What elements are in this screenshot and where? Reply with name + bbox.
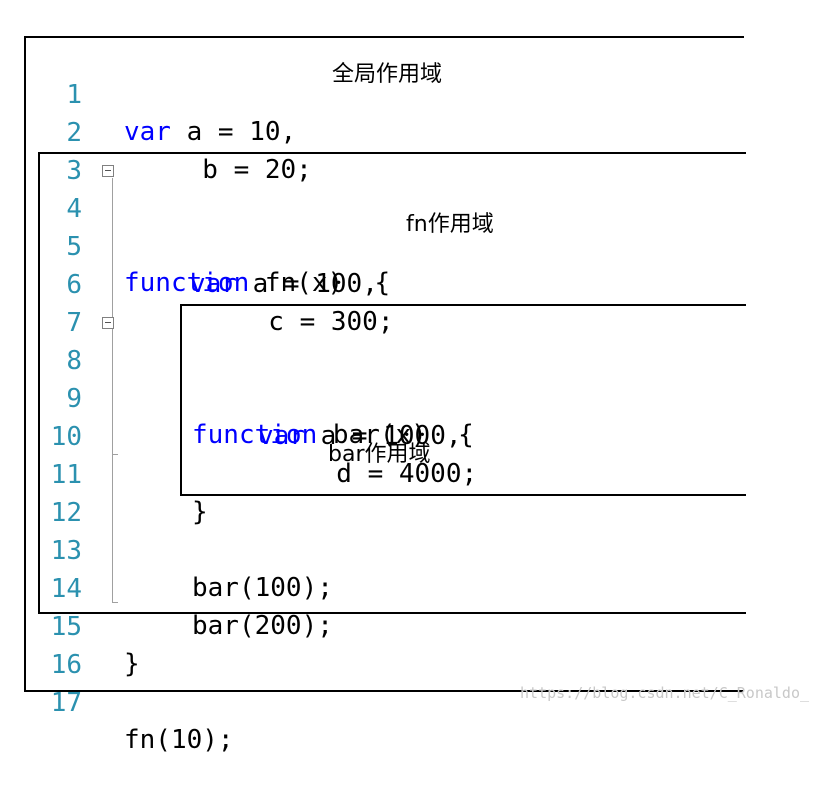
keyword: var xyxy=(124,117,171,147)
code-line[interactable]: 3 xyxy=(26,116,726,186)
code-line[interactable]: 9 var a = 1000, xyxy=(26,344,726,451)
code-line[interactable]: 5 var a = 100, xyxy=(26,192,726,299)
code-line[interactable]: 12 xyxy=(26,458,726,528)
code-text: d = 4000; xyxy=(258,459,478,489)
line-number: 4 xyxy=(66,194,82,224)
line-number: 2 xyxy=(66,118,82,148)
code-line[interactable]: 6 c = 300; xyxy=(26,230,726,337)
code-line[interactable]: 15 } xyxy=(26,572,726,679)
fold-guide-fn xyxy=(112,178,113,602)
line-number: 9 xyxy=(66,384,82,414)
collapse-icon[interactable] xyxy=(102,317,114,329)
line-number: 11 xyxy=(50,460,82,490)
collapse-icon[interactable] xyxy=(102,165,114,177)
code-line[interactable]: 10 d = 4000; xyxy=(26,382,726,489)
code-line[interactable]: 2 b = 20; xyxy=(26,78,726,185)
fn-scope-label: fn作用域 xyxy=(406,212,494,237)
keyword: function xyxy=(192,420,318,450)
code-editor: 1 var a = 10, 2 b = 20; 3 4 function fn(… xyxy=(24,36,746,755)
keyword: var xyxy=(258,421,305,451)
line-number: 3 xyxy=(66,156,82,186)
fold-end-fn xyxy=(112,602,118,603)
code-line[interactable]: 11 } xyxy=(26,420,726,527)
line-number: 8 xyxy=(66,346,82,376)
line-number: 13 xyxy=(50,536,82,566)
code-text: b = 20; xyxy=(124,155,312,185)
code-text: c = 300; xyxy=(190,307,394,337)
code-text: bar(200); xyxy=(192,611,333,641)
line-number: 15 xyxy=(50,612,82,642)
line-number: 5 xyxy=(66,232,82,262)
code-line[interactable]: 16 xyxy=(26,610,726,680)
keyword: var xyxy=(190,269,237,299)
line-number: 10 xyxy=(50,422,82,452)
code-text: a = 100, xyxy=(236,269,378,299)
code-text: fn(10); xyxy=(124,725,234,755)
code-line[interactable]: 1 var a = 10, xyxy=(26,40,726,147)
line-number: 6 xyxy=(66,270,82,300)
bar-scope-label: bar作用域 xyxy=(328,442,431,467)
code-text: a = 1000, xyxy=(304,421,462,451)
code-text: } xyxy=(124,649,140,679)
code-text: a = 10, xyxy=(170,117,297,147)
global-scope-label: 全局作用域 xyxy=(332,62,443,87)
line-number: 7 xyxy=(66,308,82,338)
code-line[interactable]: 17 fn(10); xyxy=(26,648,726,755)
code-text: bar(100); xyxy=(192,573,333,603)
fn-scope-box xyxy=(38,152,746,614)
line-number: 16 xyxy=(50,650,82,680)
line-number: 1 xyxy=(66,80,82,110)
line-number: 14 xyxy=(50,574,82,604)
code-text: bar(x) { xyxy=(317,420,474,450)
code-line[interactable]: 4 function fn(x) { xyxy=(26,154,726,298)
code-text: } xyxy=(192,497,208,527)
code-line[interactable]: 14 bar(200); xyxy=(26,534,726,641)
code-line[interactable]: 13 bar(100); xyxy=(26,496,726,603)
code-line[interactable]: 7 xyxy=(26,268,726,338)
fold-end-bar xyxy=(112,454,118,455)
line-number: 17 xyxy=(50,688,82,718)
watermark-text: https://blog.csdn.net/C_Ronaldo_ xyxy=(520,684,809,702)
keyword: function xyxy=(124,268,250,298)
code-line[interactable]: 8 function bar(x) { xyxy=(26,306,726,450)
line-number: 12 xyxy=(50,498,82,528)
bar-scope-box xyxy=(180,304,746,496)
code-text: fn(x) { xyxy=(249,268,391,298)
